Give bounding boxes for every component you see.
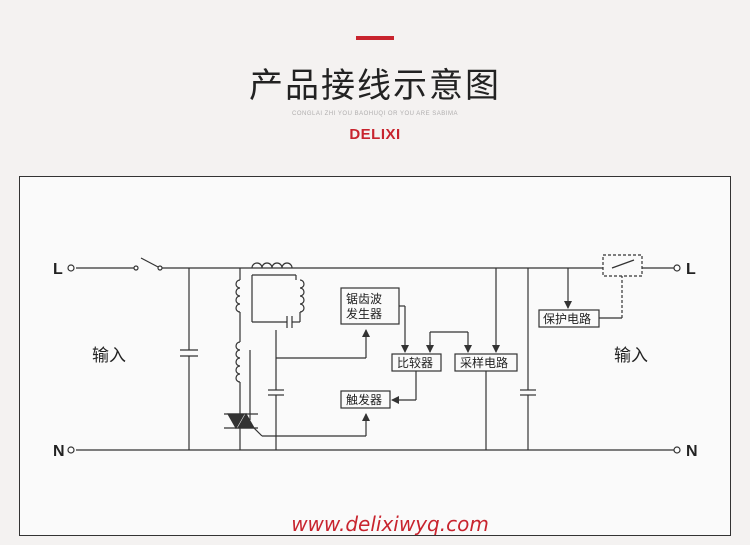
inductor-right-vertical: [299, 279, 305, 313]
input-label-right: 输入: [614, 346, 648, 366]
terminal-label-n-left: N: [53, 443, 65, 460]
terminal-label-l-left: L: [53, 261, 63, 278]
inductor-top: [251, 262, 293, 269]
terminal-circle: [673, 446, 681, 454]
website-url[interactable]: www.delixiwyq.com: [291, 512, 489, 536]
trigger-label: 触发器: [346, 392, 382, 407]
page-title: 产品接线示意图: [249, 66, 501, 106]
terminal-circle: [67, 264, 75, 272]
trigger-block: [340, 390, 391, 409]
sawtooth-label-2: 发生器: [346, 306, 382, 321]
sampling-label: 采样电路: [460, 355, 508, 370]
breaker-box: [602, 254, 643, 277]
terminal-label-n-right: N: [686, 443, 698, 460]
protection-label: 保护电路: [543, 311, 591, 326]
inductor-left-mid: [235, 341, 241, 383]
page-subtitle: CONGLAI ZHI YOU BAOHUQI OR YOU ARE SABIM…: [292, 111, 458, 117]
switch-blade: [140, 257, 161, 269]
inductor-left-top: [235, 279, 241, 313]
comparator-label: 比较器: [397, 355, 433, 370]
title-accent-bar: [356, 36, 394, 40]
terminal-circle: [673, 264, 681, 272]
terminal-circle: [67, 446, 75, 454]
terminal-label-l-right: L: [686, 261, 696, 278]
diagram-panel: [19, 176, 731, 536]
sawtooth-label-1: 锯齿波: [346, 291, 382, 306]
brand-logo: DELIXI: [349, 126, 401, 143]
input-label-left: 输入: [92, 346, 126, 366]
